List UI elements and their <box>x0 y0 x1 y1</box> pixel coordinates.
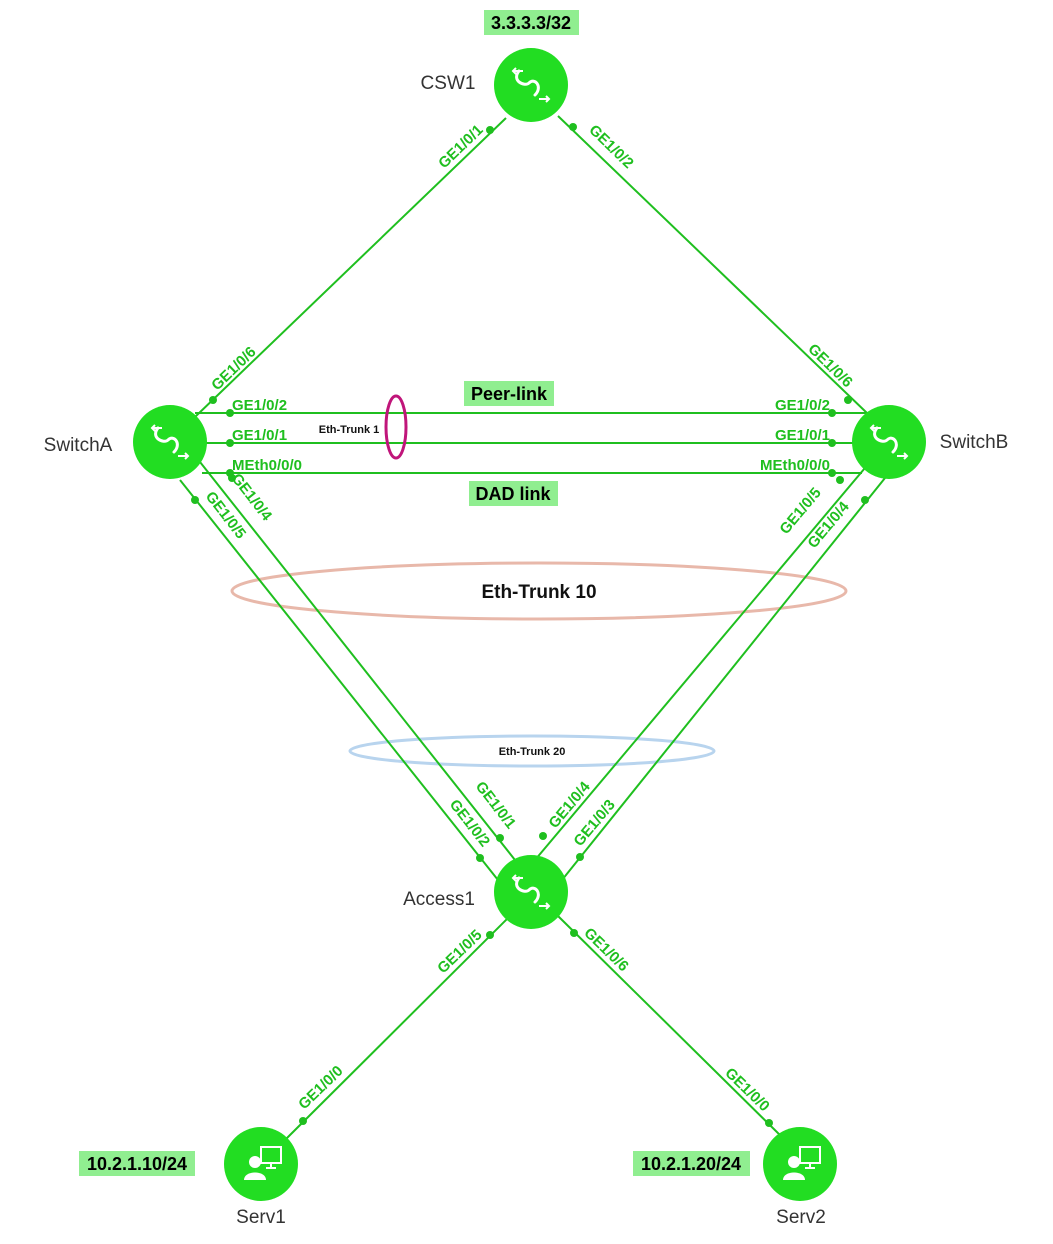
link-switch-a-access1-b <box>179 479 499 881</box>
peer-link-highlight <box>464 381 554 406</box>
port-label: GE1/0/1 <box>435 122 486 172</box>
link-switch-b-access1-b <box>561 477 886 881</box>
link-access1-serv2 <box>557 915 786 1141</box>
port-dots <box>191 123 869 1127</box>
serv2-node[interactable] <box>763 1127 837 1201</box>
link-csw1-switch-a <box>195 117 507 417</box>
csw1-address-highlight <box>484 10 579 35</box>
switch-b-node[interactable] <box>852 405 926 479</box>
eth-trunk-20-ring <box>348 734 716 768</box>
eth-trunk-10-label: Eth-Trunk 10 <box>481 582 596 603</box>
eth-trunk-1-ring <box>384 394 408 460</box>
serv2-label: Serv2 <box>776 1207 826 1228</box>
port-label: GE1/0/2 <box>232 397 287 414</box>
switch-icon <box>133 405 207 479</box>
switch-icon <box>494 855 568 929</box>
port-label: GE1/0/0 <box>721 1065 772 1115</box>
switch-a-node[interactable] <box>133 405 207 479</box>
serv1-address-highlight <box>79 1151 195 1176</box>
link-switch-a-access1-a <box>199 461 516 861</box>
access1-label: Access1 <box>403 889 475 910</box>
access1-node[interactable] <box>494 855 568 929</box>
switch-icon <box>852 405 926 479</box>
dad-link-highlight <box>469 481 558 506</box>
switch-a-label: SwitchA <box>44 435 113 456</box>
csw1-node[interactable] <box>494 48 568 122</box>
serv1-address: 10.2.1.10/24 <box>87 1154 187 1174</box>
csw1-label: CSW1 <box>421 73 476 94</box>
port-label: GE1/0/6 <box>208 344 259 394</box>
port-label: MEth0/0/0 <box>760 457 830 474</box>
port-label: GE1/0/6 <box>804 341 855 391</box>
peer-link-label: Peer-link <box>471 384 548 404</box>
port-label: GE1/0/6 <box>580 925 631 975</box>
port-label: GE1/0/1 <box>232 427 287 444</box>
port-label: GE1/0/2 <box>775 397 830 414</box>
link-csw1-switch-b <box>557 115 869 415</box>
port-label: GE1/0/2 <box>585 122 636 172</box>
serv1-label: Serv1 <box>236 1207 286 1228</box>
switch-icon <box>494 48 568 122</box>
port-label: MEth0/0/0 <box>232 457 302 474</box>
link-access1-serv1 <box>284 915 511 1141</box>
csw1-address: 3.3.3.3/32 <box>491 13 571 33</box>
dad-link-label: DAD link <box>475 484 551 504</box>
serv2-address-highlight <box>633 1151 750 1176</box>
link-switch-b-access1-a <box>534 461 871 861</box>
port-label: GE1/0/1 <box>775 427 830 444</box>
eth-trunk-1-label: Eth-Trunk 1 <box>319 424 380 436</box>
serv1-node[interactable] <box>224 1127 298 1201</box>
port-label: GE1/0/5 <box>434 927 485 977</box>
eth-trunk-20-label: Eth-Trunk 20 <box>499 746 566 758</box>
serv2-address: 10.2.1.20/24 <box>641 1154 741 1174</box>
eth-trunk-10-ring <box>230 561 848 621</box>
switch-b-label: SwitchB <box>940 432 1009 453</box>
